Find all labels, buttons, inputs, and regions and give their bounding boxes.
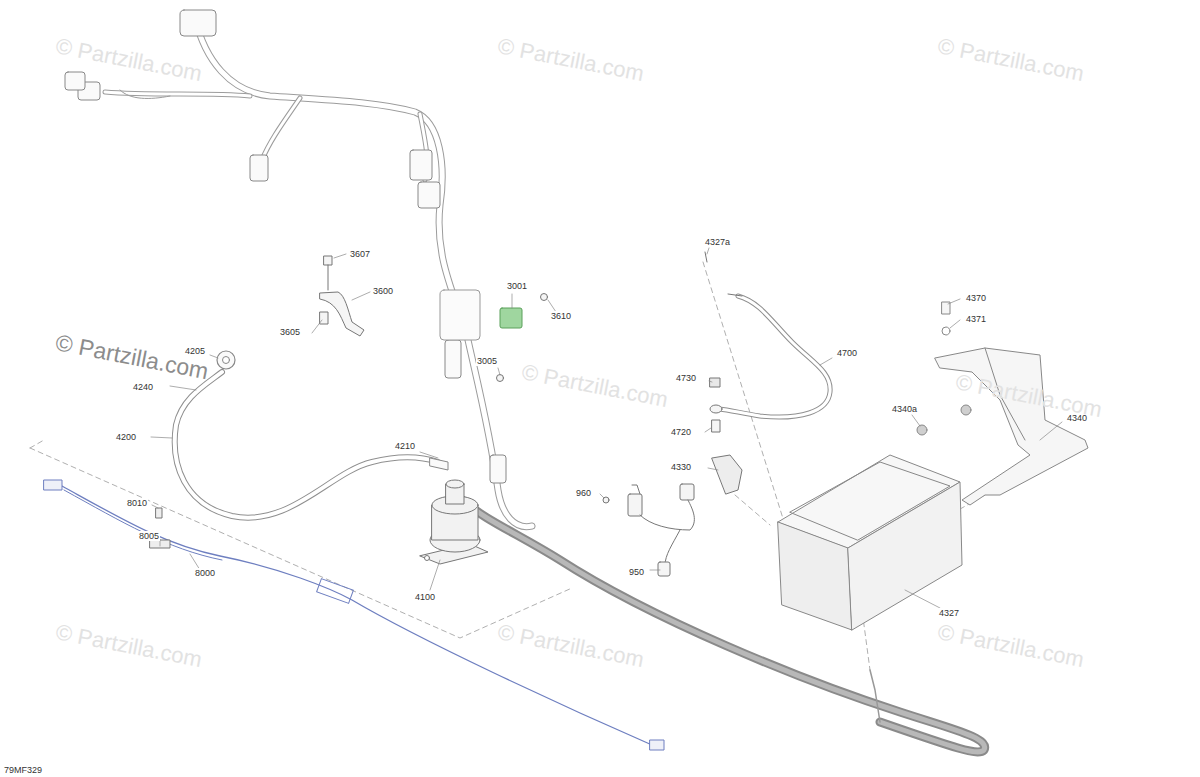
wiring-harness: [65, 10, 532, 527]
sensor-connector: [603, 484, 694, 576]
watermark: © Partzilla.com: [936, 34, 1086, 86]
ground-strap: [320, 256, 548, 382]
callout-number: 4720: [670, 427, 692, 437]
assembly-line: [30, 262, 985, 670]
callout-number: 4210: [394, 441, 416, 451]
callout-number: 3005: [476, 356, 498, 366]
leader-line: [151, 248, 1062, 608]
green-clip: [500, 308, 522, 328]
callout-number: 4327a: [704, 237, 731, 247]
watermark: © Partzilla.com: [936, 620, 1086, 672]
callout-number: 8000: [194, 568, 216, 578]
watermark: © Partzilla.com: [54, 330, 211, 383]
callout-number: 3600: [372, 286, 394, 296]
callout-number: 4327: [938, 608, 960, 618]
callout-number: 4240: [132, 382, 154, 392]
callout-number: 4370: [965, 293, 987, 303]
callout-number: 3610: [550, 311, 572, 321]
watermark: © Partzilla.com: [520, 360, 670, 412]
callout-number: 8005: [138, 531, 160, 541]
drawing-code: 79MF329: [4, 765, 42, 775]
callout-number: 4340a: [891, 404, 918, 414]
callout-number: 3607: [349, 249, 371, 259]
watermark: © Partzilla.com: [496, 620, 646, 672]
watermark: © Partzilla.com: [54, 620, 204, 672]
watermark: © Partzilla.com: [496, 34, 646, 86]
positive-cable: [175, 351, 448, 518]
callout-number: 4730: [675, 373, 697, 383]
callout-number: 950: [628, 567, 645, 577]
speed-sensor-wire: [44, 480, 664, 750]
callout-number: 3605: [279, 327, 301, 337]
callout-number: 8010: [126, 498, 148, 508]
callout-number: 4100: [414, 592, 436, 602]
callout-number: 4200: [115, 432, 137, 442]
battery: [778, 455, 962, 630]
negative-cable: [705, 252, 830, 494]
callout-number: 4700: [836, 348, 858, 358]
callout-number: 960: [575, 488, 592, 498]
callout-number: 3001: [506, 281, 528, 291]
callout-number: 4330: [670, 462, 692, 472]
callout-number: 4371: [965, 314, 987, 324]
starter-solenoid: [420, 480, 488, 564]
